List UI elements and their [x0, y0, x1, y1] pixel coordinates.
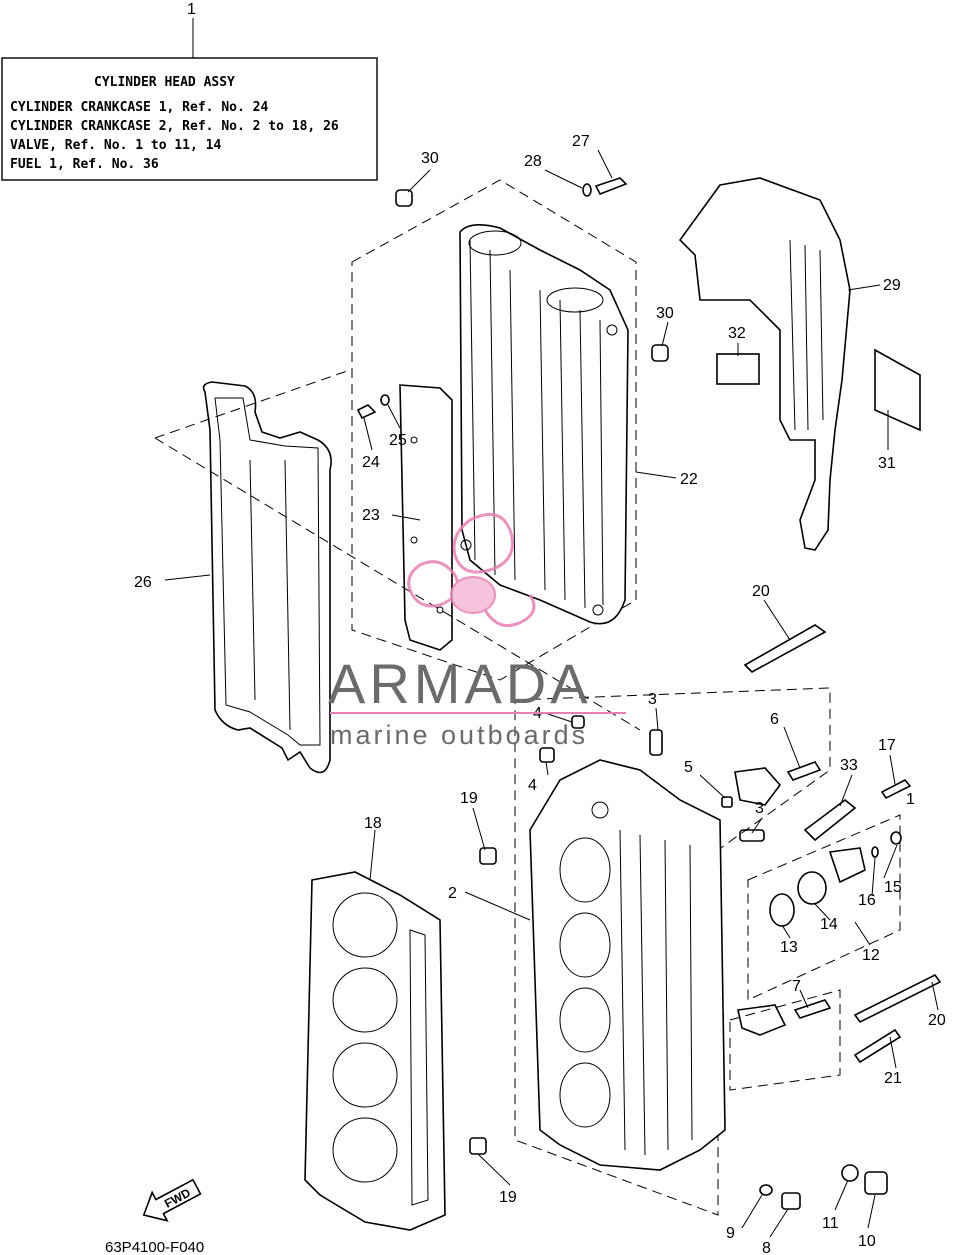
callout-3-b[interactable]: 3: [755, 800, 764, 817]
bolt-21[interactable]: [853, 1028, 902, 1064]
watermark-brand: ARMADA: [328, 652, 592, 715]
forward-arrow-icon: [142, 1178, 202, 1222]
bolt-20-a[interactable]: [743, 624, 827, 673]
grommet-30-b[interactable]: [651, 344, 669, 362]
washer-25[interactable]: [380, 394, 390, 406]
cylinder-head-gasket[interactable]: [304, 871, 446, 1231]
info-box-line-1: CYLINDER CRANKCASE 1, Ref. No. 24: [10, 100, 268, 115]
forward-direction-indicator: FWD: [142, 1178, 202, 1222]
callout-15[interactable]: 15: [884, 879, 902, 896]
info-box-line-3: VALVE, Ref. No. 1 to 11, 14: [10, 138, 221, 153]
watermark-tagline: marine outboards: [330, 720, 588, 750]
callout-33[interactable]: 33: [840, 757, 858, 774]
callout-9[interactable]: 9: [726, 1225, 735, 1242]
assembly-info-box: 1 CYLINDER HEAD ASSY CYLINDER CRANKCASE …: [1, 1, 378, 181]
callout-14[interactable]: 14: [820, 916, 838, 933]
callout-29[interactable]: 29: [883, 277, 901, 294]
callout-4-b[interactable]: 4: [528, 777, 537, 794]
oring-16[interactable]: [871, 846, 879, 858]
bushing-13[interactable]: [769, 893, 795, 927]
info-box-line-2: CYLINDER CRANKCASE 2, Ref. No. 2 to 18, …: [10, 119, 339, 134]
plug-8[interactable]: [781, 1192, 801, 1210]
callout-5[interactable]: 5: [684, 759, 693, 776]
callout-27[interactable]: 27: [572, 133, 590, 150]
callout-21[interactable]: 21: [884, 1070, 902, 1087]
dowel-3-b[interactable]: [739, 829, 765, 842]
housing-12[interactable]: [828, 847, 866, 884]
plug-10[interactable]: [864, 1171, 888, 1195]
bolt-27[interactable]: [594, 177, 628, 196]
leader-lines: [164, 149, 939, 1238]
bolt-17[interactable]: [880, 778, 912, 800]
callout-3-a[interactable]: 3: [648, 691, 657, 708]
callout-2[interactable]: 2: [448, 885, 457, 902]
callout-23[interactable]: 23: [362, 507, 380, 524]
thermostat-cover[interactable]: [734, 767, 782, 806]
callout-30-b[interactable]: 30: [656, 305, 674, 322]
callout-1-b[interactable]: 1: [906, 791, 915, 808]
grommet-30-a[interactable]: [395, 189, 413, 207]
callout-26[interactable]: 26: [134, 574, 152, 591]
info-box-title: CYLINDER HEAD ASSY: [94, 75, 235, 90]
pin-5[interactable]: [721, 796, 733, 808]
callout-19-b[interactable]: 19: [499, 1189, 517, 1206]
diagram-code: 63P4100-F040: [105, 1239, 204, 1255]
callout-25[interactable]: 25: [389, 432, 407, 449]
armada-watermark: ARMADA marine outboards: [328, 512, 626, 750]
callout-6[interactable]: 6: [770, 711, 779, 728]
washer-28[interactable]: [582, 183, 592, 197]
info-box-line-4: FUEL 1, Ref. No. 36: [10, 157, 159, 172]
side-cover[interactable]: [678, 177, 851, 551]
dowel-19-a[interactable]: [479, 847, 497, 865]
callout-17[interactable]: 17: [878, 737, 896, 754]
callout-18[interactable]: 18: [364, 815, 382, 832]
dowel-19-b[interactable]: [469, 1137, 487, 1155]
cover-plate[interactable]: [399, 384, 453, 651]
callout-19-a[interactable]: 19: [460, 790, 478, 807]
decal-31[interactable]: [874, 348, 921, 432]
bolt-6[interactable]: [786, 761, 822, 781]
small-parts: [356, 177, 942, 1210]
armada-logo-swirl-icon: [407, 512, 536, 628]
bolt-24[interactable]: [356, 404, 377, 420]
bolt-7[interactable]: [793, 999, 832, 1019]
bolt-20-b[interactable]: [853, 973, 942, 1024]
cylinder-head-cover[interactable]: [459, 224, 629, 625]
plug-4-a[interactable]: [539, 747, 555, 763]
callout-8[interactable]: 8: [762, 1240, 771, 1255]
bracket-7[interactable]: [737, 1004, 787, 1036]
sensor-33[interactable]: [803, 798, 857, 842]
callout-20-a[interactable]: 20: [752, 583, 770, 600]
callout-20-b[interactable]: 20: [928, 1012, 946, 1029]
seal-14[interactable]: [797, 871, 827, 905]
callout-7[interactable]: 7: [792, 978, 801, 995]
callout-10[interactable]: 10: [858, 1233, 876, 1250]
callout-16[interactable]: 16: [858, 892, 876, 909]
cylinder-head[interactable]: [529, 759, 726, 1171]
callout-22[interactable]: 22: [680, 471, 698, 488]
washer-9[interactable]: [759, 1184, 773, 1196]
callout-31[interactable]: 31: [878, 455, 896, 472]
callout-28[interactable]: 28: [524, 153, 542, 170]
washer-11[interactable]: [841, 1164, 859, 1182]
screw-15[interactable]: [890, 831, 902, 845]
dowel-3-a[interactable]: [649, 729, 663, 756]
callout-11[interactable]: 11: [822, 1215, 839, 1232]
callout-32[interactable]: 32: [728, 325, 746, 342]
callout-30-a[interactable]: 30: [421, 150, 439, 167]
callout-12[interactable]: 12: [862, 947, 880, 964]
callout-1-top[interactable]: 1: [187, 1, 196, 18]
callout-13[interactable]: 13: [780, 939, 798, 956]
callout-24[interactable]: 24: [362, 454, 380, 471]
cover-gasket[interactable]: [202, 381, 332, 774]
decal-32[interactable]: [716, 353, 760, 385]
